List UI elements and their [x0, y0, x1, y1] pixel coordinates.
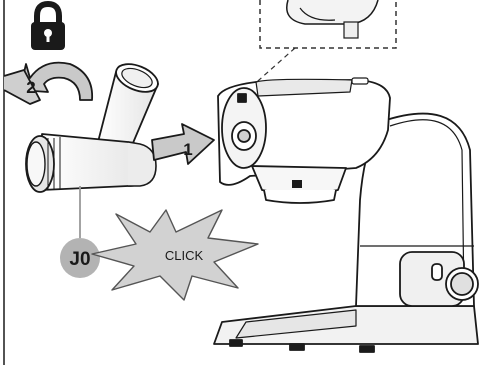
lock-icon	[31, 4, 65, 50]
step-1-label: 1	[183, 140, 192, 159]
stand-mixer	[214, 78, 478, 352]
part-code-label: J0	[69, 249, 90, 270]
attachment-part	[26, 59, 162, 238]
detail-inset	[250, 0, 396, 88]
rotate-arrow-icon	[4, 63, 92, 104]
click-label: CLICK	[165, 248, 204, 263]
step-2-label: 2	[26, 78, 35, 97]
